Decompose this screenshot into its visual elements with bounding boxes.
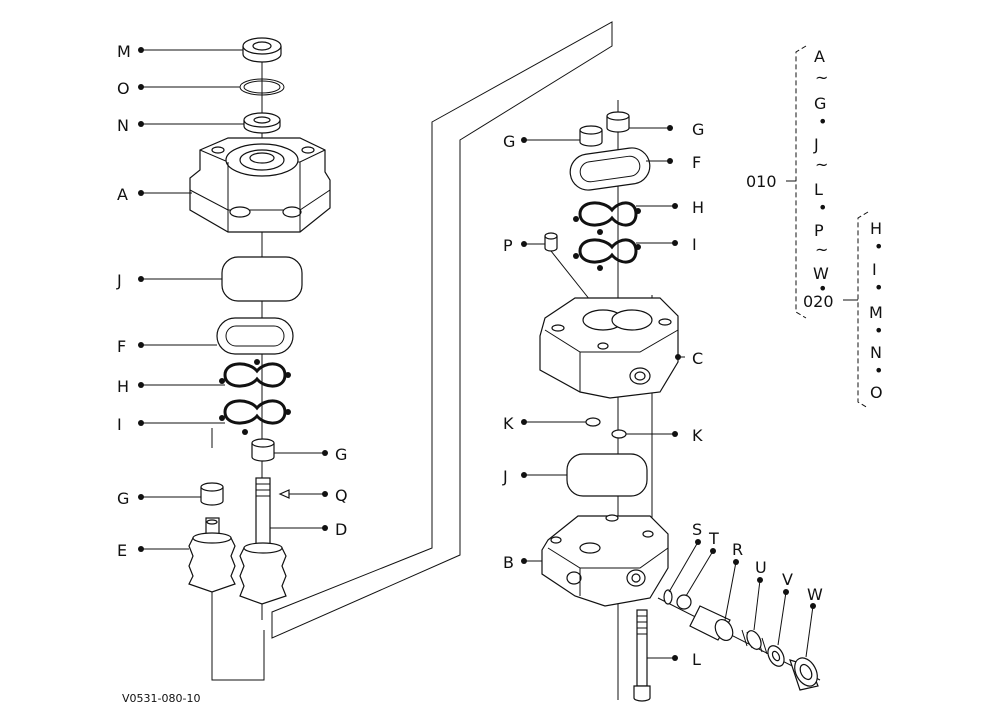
part-i-gasket-mid bbox=[573, 238, 641, 271]
kit-020-item: N bbox=[870, 343, 882, 362]
assembly-outline bbox=[271, 21, 613, 639]
kit-020-item: I bbox=[872, 260, 877, 279]
part-l-bolt bbox=[633, 609, 651, 702]
kit-010-item: A bbox=[814, 47, 825, 66]
kit-010-item: W bbox=[813, 264, 829, 283]
part-j-gasket-mid bbox=[566, 453, 648, 497]
kit-010-items: A ~ G • J ~ L • P ~ W • bbox=[813, 47, 829, 298]
part-f-seal-mid bbox=[569, 147, 651, 191]
label-u: U bbox=[755, 558, 767, 577]
part-g-bushing-mid-left bbox=[579, 125, 603, 147]
part-k-oring-right bbox=[611, 429, 627, 439]
left-label-texts: M O N A J F H I G E G Q D bbox=[116, 42, 348, 560]
drawing-ref-code: V0531-080-10 bbox=[122, 692, 200, 705]
part-k-oring-left bbox=[585, 417, 601, 427]
part-d-drive-gear bbox=[239, 477, 290, 605]
part-e-driven-gear bbox=[188, 517, 236, 593]
part-b-housing bbox=[541, 514, 669, 607]
part-v-shim bbox=[767, 645, 785, 667]
kit-010-item: L bbox=[814, 180, 823, 199]
label-a: A bbox=[117, 185, 128, 204]
label-w: W bbox=[807, 585, 823, 604]
kit-010-item: • bbox=[818, 279, 827, 298]
part-m-seal bbox=[242, 37, 282, 63]
label-k-right: K bbox=[692, 426, 703, 445]
label-m: M bbox=[117, 42, 131, 61]
kit-010-item: ~ bbox=[815, 240, 828, 259]
kit-020-items: H • I • M • N • O bbox=[869, 219, 883, 402]
kit-020-item: • bbox=[874, 361, 883, 380]
label-c: C bbox=[692, 349, 703, 368]
part-g-bushing-mid-right bbox=[606, 111, 630, 133]
part-a-housing bbox=[189, 137, 331, 233]
part-c-housing bbox=[539, 297, 679, 399]
kit-010-item: P bbox=[814, 221, 824, 240]
kit-020-bracket: 020 H • I • M • N • O bbox=[803, 211, 883, 409]
label-b: B bbox=[503, 553, 514, 572]
label-p: P bbox=[503, 236, 513, 255]
label-h: H bbox=[117, 377, 129, 396]
label-l: L bbox=[692, 650, 701, 669]
part-g-bushing-left bbox=[200, 482, 224, 506]
middle-leaders bbox=[521, 125, 816, 661]
label-v: V bbox=[782, 570, 793, 589]
part-h-gasket bbox=[219, 359, 291, 388]
label-g-mid-right: G bbox=[692, 120, 704, 139]
kit-010-item: ~ bbox=[815, 155, 828, 174]
kit-020-item: • bbox=[874, 278, 883, 297]
label-g-left: G bbox=[117, 489, 129, 508]
kit-020-item: • bbox=[874, 237, 883, 256]
part-h-gasket-mid bbox=[573, 201, 641, 235]
label-q: Q bbox=[335, 486, 348, 505]
label-d: D bbox=[335, 520, 347, 539]
middle-assembly bbox=[539, 100, 679, 702]
label-i-mid: I bbox=[692, 235, 697, 254]
part-i-gasket bbox=[219, 399, 291, 435]
label-g-right-small: G bbox=[335, 445, 347, 464]
middle-label-texts: G P K J B G F H I C K L S T R U V W bbox=[502, 120, 823, 669]
label-i: I bbox=[117, 415, 122, 434]
label-n: N bbox=[117, 116, 129, 135]
left-assembly bbox=[188, 37, 331, 681]
label-h-mid: H bbox=[692, 198, 704, 217]
label-e: E bbox=[117, 541, 127, 560]
kit-020-item: H bbox=[870, 219, 882, 238]
part-g-bushing-right bbox=[251, 438, 275, 462]
left-leaders bbox=[138, 47, 328, 552]
label-g-mid-left: G bbox=[503, 132, 515, 151]
kit-020-item: • bbox=[874, 321, 883, 340]
label-f: F bbox=[117, 337, 126, 356]
kit-010-code: 010 bbox=[746, 172, 777, 191]
part-u-spring bbox=[741, 629, 768, 655]
part-r-plunger bbox=[689, 605, 734, 642]
label-o: O bbox=[117, 79, 130, 98]
kit-010-item: ~ bbox=[815, 68, 828, 87]
kit-010-item: • bbox=[818, 198, 827, 217]
label-t: T bbox=[708, 529, 719, 548]
kit-010-item: J bbox=[813, 135, 819, 154]
label-k-left: K bbox=[503, 414, 514, 433]
kit-020-code: 020 bbox=[803, 292, 834, 311]
kit-010-item: G bbox=[814, 94, 826, 113]
label-j-mid: J bbox=[502, 467, 508, 486]
relief-valve-parts bbox=[657, 589, 821, 691]
label-r: R bbox=[732, 540, 743, 559]
part-f-seal bbox=[216, 317, 294, 355]
kit-020-item: M bbox=[869, 303, 883, 322]
kit-010-item: • bbox=[818, 112, 827, 131]
part-n-ring bbox=[243, 112, 281, 134]
part-p-pin bbox=[544, 232, 591, 301]
part-s-oring bbox=[663, 589, 673, 605]
part-t-ball bbox=[676, 594, 692, 610]
part-j-gasket bbox=[221, 256, 303, 302]
part-w-plug bbox=[789, 657, 819, 691]
label-f-mid: F bbox=[692, 153, 701, 172]
label-j: J bbox=[116, 271, 122, 290]
kit-010-bracket: 010 A ~ G • J ~ L • P ~ W • bbox=[746, 45, 829, 319]
label-s: S bbox=[692, 520, 702, 539]
kit-020-item: O bbox=[870, 383, 883, 402]
